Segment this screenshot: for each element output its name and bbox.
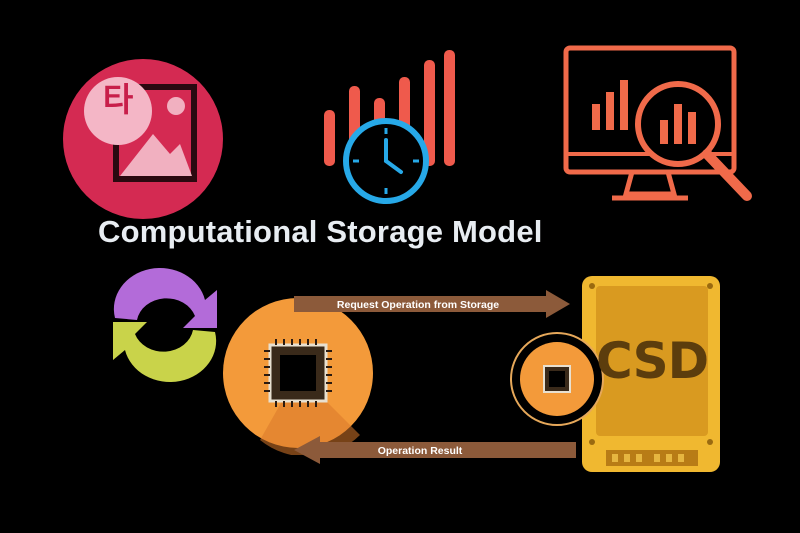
sync-cycle-icon <box>113 268 217 382</box>
monitor-bar-2 <box>606 92 614 130</box>
monitor-stand <box>622 171 678 197</box>
glyph-bubble <box>84 77 152 145</box>
host-cpu-shadow <box>260 373 360 455</box>
lens-bar-2 <box>674 104 682 144</box>
result-arrow: Operation Result <box>294 436 576 464</box>
bar-chart-clock-icon <box>324 50 455 204</box>
cpu-chip-pins <box>264 339 332 407</box>
ssd-screw-tr <box>707 283 713 289</box>
ssd-connector-pins <box>612 454 684 462</box>
diagram-title: Computational Storage Model <box>98 214 543 249</box>
data-flow-arrows: Request Operation from Storage Operation… <box>294 290 576 464</box>
sun-shape <box>167 97 185 115</box>
mountain-shape <box>120 134 192 176</box>
lens-bar-3 <box>688 112 696 144</box>
ssd-connector <box>606 450 698 466</box>
chart-bar-6 <box>444 50 455 166</box>
ssd-screw-br <box>707 439 713 445</box>
cycle-arrow-purple <box>113 268 217 328</box>
cpu-chip-core <box>280 355 316 391</box>
ssd-drive-icon <box>582 276 720 472</box>
ssd-screw-bl <box>589 439 595 445</box>
image-icon-circle <box>63 59 223 219</box>
clock-minute-hand <box>384 159 403 174</box>
chart-bar-5 <box>424 60 435 166</box>
monitor-screen <box>563 45 737 175</box>
translate-glyph: 타 <box>102 80 134 119</box>
cycle-arrow-green <box>113 322 217 382</box>
lens-bar-1 <box>660 120 668 144</box>
request-arrow: Request Operation from Storage <box>294 290 570 318</box>
magnifier-handle <box>702 149 752 201</box>
storage-cpu-core <box>549 371 565 387</box>
storage-cpu-icon <box>510 332 604 426</box>
storage-cpu-chip <box>543 365 571 393</box>
host-cpu-icon <box>223 298 373 455</box>
result-arrow-label: Operation Result <box>378 445 463 457</box>
csd-label: CSD <box>596 332 709 390</box>
monitor-bar-1 <box>592 104 600 130</box>
request-arrow-label: Request Operation from Storage <box>337 299 499 311</box>
clock-ticks <box>353 128 419 194</box>
image-translate-icon <box>63 59 223 219</box>
ssd-inner-panel <box>596 286 708 436</box>
monitor-bar-3 <box>620 80 628 130</box>
monitor-analytics-icon <box>563 45 752 201</box>
chart-bar-1 <box>324 110 335 166</box>
ssd-screw-tl <box>589 283 595 289</box>
